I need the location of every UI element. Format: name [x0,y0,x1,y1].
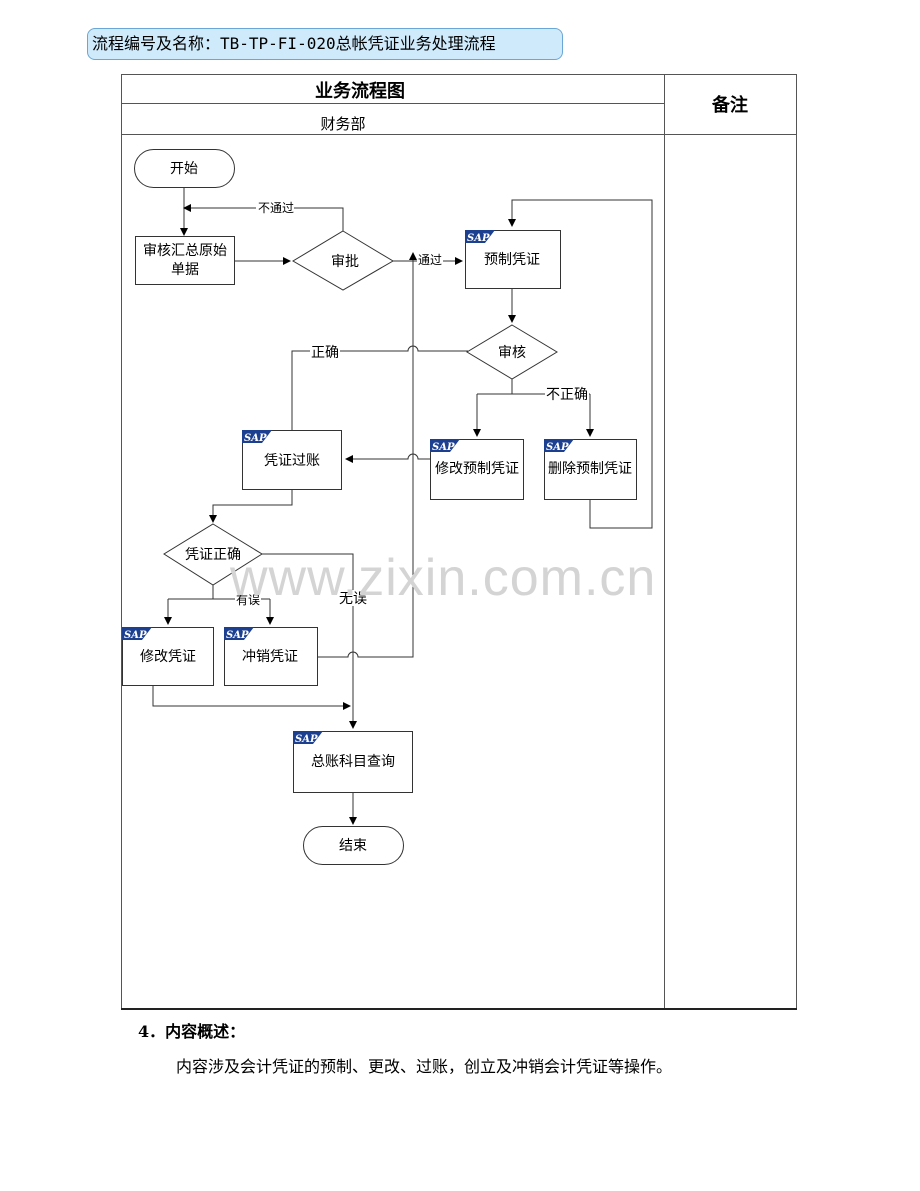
sap-logo-text: SAP [546,442,569,453]
preset-voucher-label: 预制凭证 [484,252,540,268]
approve-decision: 审批 [292,230,394,291]
delete-preset-label: 删除预制凭证 [548,461,632,477]
edge-label-incorrect: 不正确 [546,387,588,403]
modify-preset-label: 修改预制凭证 [435,461,519,477]
sap-logo-text: SAP [432,442,455,453]
sap-logo-text: SAP [124,630,147,641]
sap-logo-text: SAP [295,734,318,745]
edge-label-not-passed: 不通过 [258,201,294,215]
edge-label-passed: 通过 [418,253,442,267]
end-label: 结束 [339,838,367,854]
voucher-correct-label: 凭证正确 [185,547,241,563]
notes-header: 备注 [711,94,748,116]
sap-logo-text: SAP [467,233,490,244]
diagram-header: 业务流程图 [315,80,405,102]
preset-voucher-node: SAP 预制凭证 [465,230,561,289]
watermark: www.zixin.com.cn [230,549,657,607]
edge-label-no-error: 无误 [339,591,367,607]
start-label: 开始 [170,161,198,177]
delete-preset-node: SAP 删除预制凭证 [544,439,637,500]
approve-label: 审批 [331,254,359,270]
department-label: 财务部 [320,115,365,133]
end-node: 结束 [303,826,404,865]
table-grid [121,74,797,1010]
voucher-correct-decision: 凭证正确 [163,523,263,586]
section-summary: 内容涉及会计凭证的预制、更改、过账，创立及冲销会计凭证等操作。 [176,1057,673,1076]
gl-query-node: SAP 总账科目查询 [293,731,413,793]
modify-voucher-node: SAP 修改凭证 [122,627,214,686]
section-heading: 4．内容概述： [138,1022,246,1041]
process-title-banner: 流程编号及名称：TB-TP-FI-020总帐凭证业务处理流程 [87,28,563,60]
sap-logo-text: SAP [226,630,249,641]
edge-label-has-error: 有误 [236,593,260,607]
review-collect-node: 审核汇总原始 单据 [135,236,235,285]
posting-label: 凭证过账 [264,453,320,469]
posting-node: SAP 凭证过账 [242,430,342,490]
audit-label: 审核 [498,345,526,361]
edge-label-correct: 正确 [311,345,339,361]
flow-connectors [152,188,653,825]
flowchart-table: 业务流程图 备注 财务部 不通过 通过 正确 不正确 有误 [121,74,797,1010]
modify-voucher-label: 修改凭证 [140,649,196,665]
modify-preset-node: SAP 修改预制凭证 [430,439,524,500]
review-collect-label-1: 审核汇总原始 [143,243,227,259]
audit-decision: 审核 [466,324,558,380]
gl-query-label: 总账科目查询 [311,754,395,770]
reverse-voucher-label: 冲销凭证 [242,649,298,665]
start-node: 开始 [134,149,235,188]
reverse-voucher-node: SAP 冲销凭证 [224,627,318,686]
sap-logo-text: SAP [244,433,267,444]
review-collect-label-2: 单据 [171,262,199,278]
